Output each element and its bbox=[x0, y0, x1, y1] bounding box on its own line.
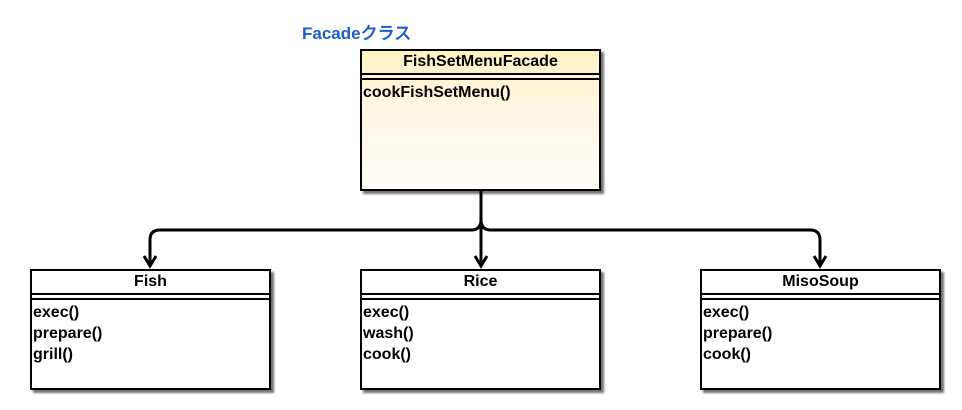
attributes-compartment bbox=[362, 75, 599, 80]
arrowhead-misosoup bbox=[812, 255, 828, 269]
attributes-compartment bbox=[362, 295, 599, 300]
connector-to-fish bbox=[148, 190, 483, 266]
method: grill() bbox=[33, 346, 73, 363]
method: exec() bbox=[363, 304, 410, 321]
methods-compartment: exec() prepare() cook() bbox=[702, 300, 939, 365]
arrowhead-fish bbox=[142, 255, 158, 269]
method: exec() bbox=[33, 304, 80, 321]
method: wash() bbox=[363, 325, 414, 342]
method: prepare() bbox=[33, 325, 103, 342]
class-name: Fish bbox=[32, 271, 269, 295]
facade-class-box[interactable]: FishSetMenuFacade cookFishSetMenu() bbox=[360, 49, 601, 191]
misosoup-class-box[interactable]: MisoSoup exec() prepare() cook() bbox=[700, 269, 941, 390]
method: prepare() bbox=[703, 325, 773, 342]
methods-compartment: exec() wash() cook() bbox=[362, 300, 599, 365]
method: cook() bbox=[363, 346, 411, 363]
class-name: Rice bbox=[362, 271, 599, 295]
methods-compartment: cookFishSetMenu() bbox=[362, 80, 599, 103]
method: exec() bbox=[703, 304, 750, 321]
class-name: MisoSoup bbox=[702, 271, 939, 295]
attributes-compartment bbox=[32, 295, 269, 300]
fish-class-box[interactable]: Fish exec() prepare() grill() bbox=[30, 269, 271, 390]
connector-to-misosoup bbox=[479, 190, 822, 266]
attributes-compartment bbox=[702, 295, 939, 300]
method: cookFishSetMenu() bbox=[363, 84, 511, 101]
class-name: FishSetMenuFacade bbox=[362, 51, 599, 75]
arrowhead-rice bbox=[473, 255, 489, 269]
method: cook() bbox=[703, 346, 751, 363]
methods-compartment: exec() prepare() grill() bbox=[32, 300, 269, 365]
facade-stereotype-label: Facadeクラス bbox=[302, 24, 412, 43]
rice-class-box[interactable]: Rice exec() wash() cook() bbox=[360, 269, 601, 390]
